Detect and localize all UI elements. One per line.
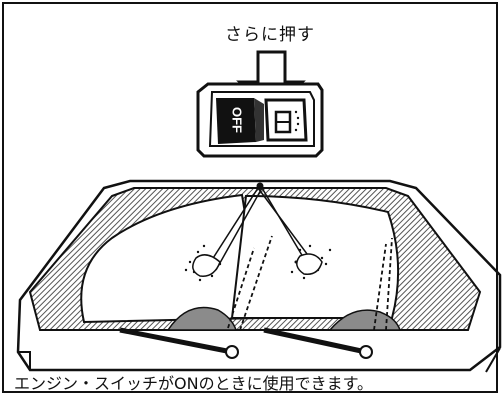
wiper-switch: OFF (196, 82, 324, 158)
wiped-area-left (80, 193, 264, 324)
instruction-label: さらに押す (225, 25, 315, 45)
wiper-arm-right (263, 327, 373, 359)
wiper-arm-left (119, 327, 239, 359)
washer-spray (207, 187, 317, 271)
switch-washer-rocker (264, 98, 308, 142)
washer-nozzle (256, 182, 264, 190)
car-rear-window (16, 179, 502, 373)
caption-text: エンジン・スイッチがONのときに使用できます。 (14, 374, 373, 393)
figure-border (2, 2, 498, 393)
switch-off-rocker: OFF (216, 98, 264, 144)
washer-icon (274, 110, 300, 134)
switch-off-label: OFF (230, 107, 245, 133)
